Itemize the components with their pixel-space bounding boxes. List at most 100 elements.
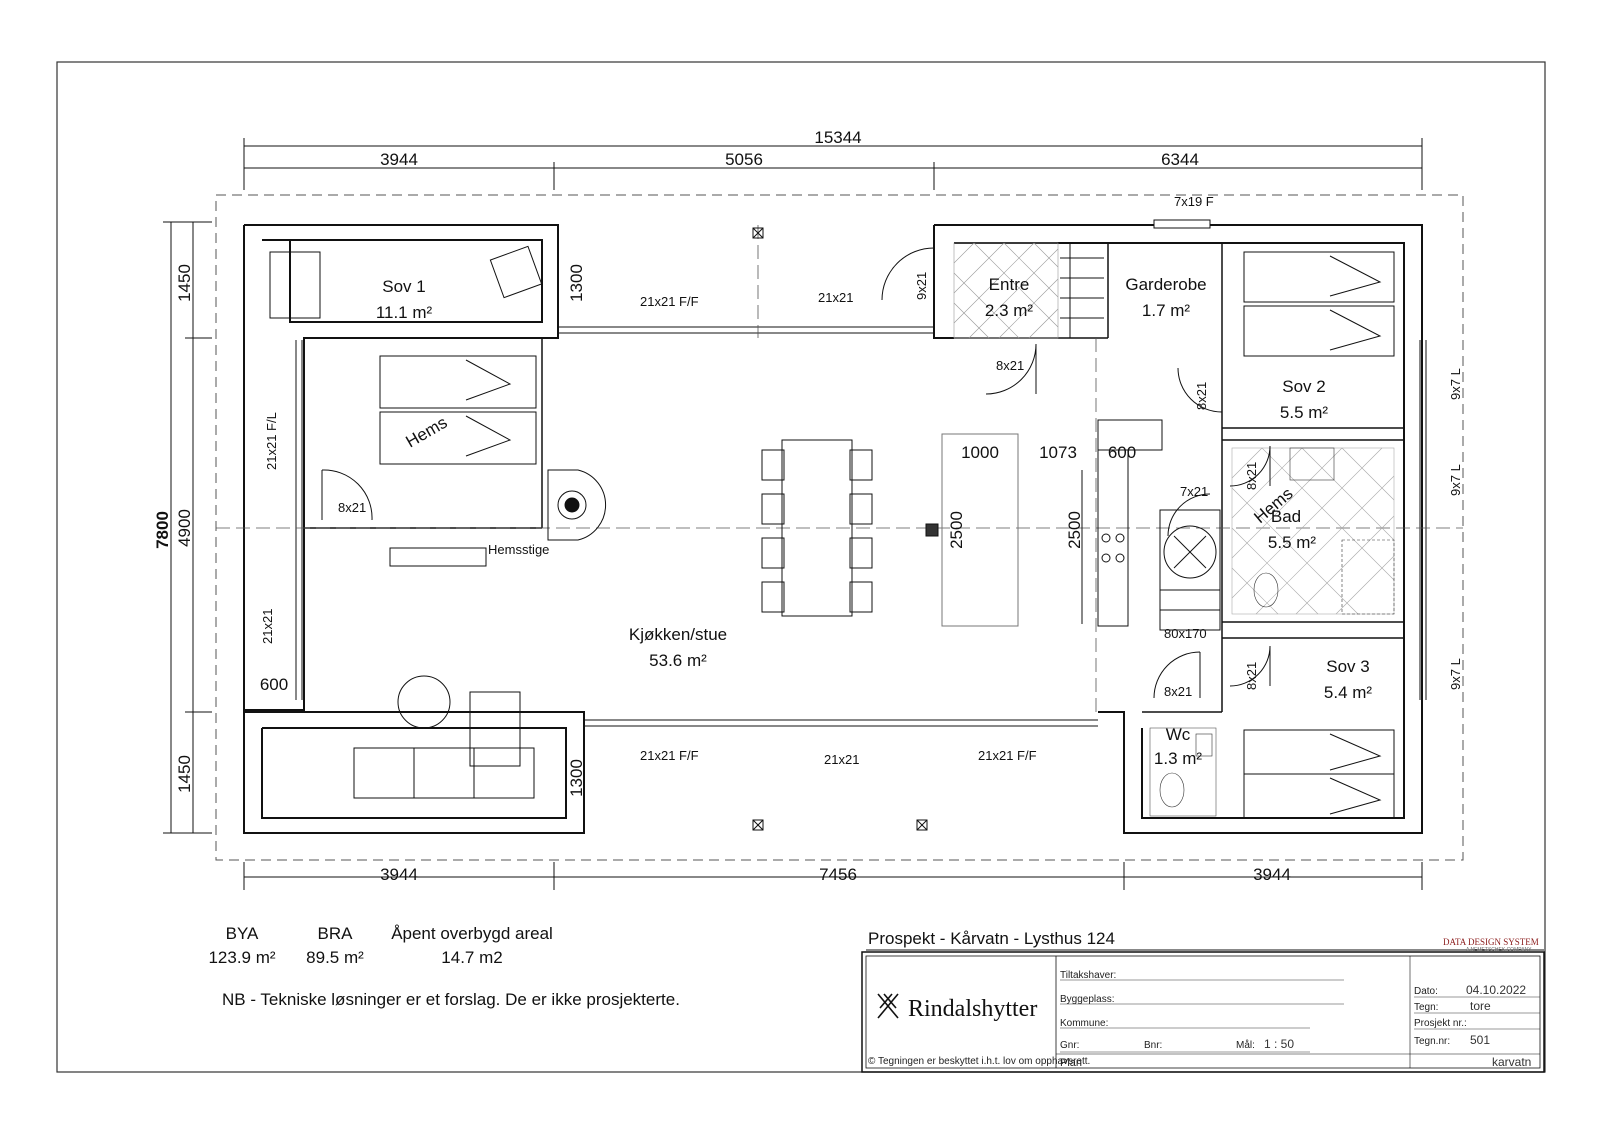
label-hems-1: Hems [403,413,451,452]
field-mal-value: 1 : 50 [1264,1037,1294,1051]
area-bya: BYA 123.9 m² [196,924,288,968]
label-door-8x21-bad: 8x21 [1244,462,1259,490]
project-title: Prospekt - Kårvatn - Lysthus 124 [868,929,1115,948]
dining-set [761,439,873,617]
dimension-lines [163,138,1423,890]
room-area-garderobe: 1.7 m² [1142,301,1191,320]
dim-island-2500-a: 2500 [947,511,966,549]
label-window-right-2: 9x7 L [1448,464,1463,496]
dim-bottom-3: 3944 [1253,865,1291,884]
dim-left-1: 1450 [175,264,194,302]
title-block-frame [861,951,1545,1073]
exterior-walls [243,224,1423,834]
roof-outline [215,194,1464,861]
area-bya-label: BYA [225,924,259,943]
dim-1300-bottom: 1300 [567,759,586,797]
room-area-entre: 2.3 m² [985,301,1034,320]
room-area-sov2: 5.5 m² [1280,403,1329,422]
room-area-wc: 1.3 m² [1154,749,1203,768]
rindalshytter-logo-icon [877,993,899,1019]
dim-top-3: 6344 [1161,150,1199,169]
stair [1159,509,1221,631]
wardrobe-rails [1060,243,1104,338]
field-plan: Plan [1060,1057,1082,1069]
field-file: karvatn [1492,1055,1531,1069]
label-window-21-top: 21x21 [818,290,853,305]
dim-bottom-2: 7456 [819,865,857,884]
label-hemsstige: Hemsstige [488,542,549,557]
axis-lines [216,225,1463,712]
dim-island-600: 600 [1108,443,1136,462]
technical-note: NB - Tekniske løsninger er et forslag. D… [222,990,680,1009]
brand-name: DATA DESIGN SYSTEM [1443,937,1539,947]
label-window-right-1: 9x7 L [1448,368,1463,400]
dim-top-total: 15344 [814,128,861,147]
field-tegnnr-value: 501 [1470,1033,1490,1047]
area-open-value: 14.7 m2 [441,948,503,967]
door-swings [321,247,1271,699]
brand-subtitle: A NEMETSCHEK COMPANY [1466,947,1532,953]
field-prosjekt-label: Prosjekt nr.: [1414,1018,1467,1029]
living-furniture [353,675,535,799]
dim-left-2: 4900 [175,509,194,547]
field-tiltakshaver: Tiltakshaver: [1060,970,1116,981]
dim-left-3: 1450 [175,755,194,793]
dim-bottom-1: 3944 [380,865,418,884]
dim-island-2500-b: 2500 [1065,511,1084,549]
label-window-21-top-left: 21x21 F/F [640,294,699,309]
area-open-label: Åpent overbygd areal [391,924,553,943]
windows [295,219,1427,727]
label-door-8x21-wc: 8x21 [1164,684,1192,699]
dim-600-left: 600 [260,675,288,694]
bathroom-tiles [1231,447,1395,615]
area-bra-label: BRA [317,924,353,943]
label-window-bottom-mid: 21x21 [824,752,859,767]
field-tegnnr-label: Tegn.nr: [1414,1036,1450,1047]
entre-tiles [953,242,1059,339]
area-bya-value: 123.9 m² [208,948,276,967]
room-name-sov1: Sov 1 [382,277,425,296]
dim-island-1073: 1073 [1039,443,1077,462]
field-tegn-label: Tegn: [1414,1002,1438,1013]
company-name: Rindalshytter [908,996,1037,1022]
room-name-sov3: Sov 3 [1326,657,1369,676]
room-name-wc: Wc [1166,725,1191,744]
room-name-entre: Entre [989,275,1030,294]
room-name-bad: Bad [1271,507,1301,526]
copyright-note: © Tegningen er beskyttet i.h.t. lov om o… [868,1056,1090,1067]
kitchen-island [925,419,1163,627]
dim-top-1: 3944 [380,150,418,169]
room-name-sov2: Sov 2 [1282,377,1325,396]
wc-fixtures [1149,727,1217,817]
room-area-sov3: 5.4 m² [1324,683,1373,702]
room-name-garderobe: Garderobe [1125,275,1206,294]
area-bra: BRA 89.5 m² [298,924,372,968]
field-dato-value: 04.10.2022 [1466,983,1526,997]
dim-1300-top: 1300 [567,264,586,302]
label-window-top: 7x19 F [1174,194,1214,209]
area-bra-value: 89.5 m² [306,948,364,967]
label-window-21-left: 21x21 F/L [264,412,279,470]
field-bnr: Bnr: [1144,1040,1162,1051]
label-door-8x21-entre: 8x21 [996,358,1024,373]
room-area-bad: 5.5 m² [1268,533,1317,552]
interior-walls [304,243,1404,713]
field-tegn-value: tore [1470,999,1491,1013]
area-open: Åpent overbygd areal 14.7 m2 [380,924,564,968]
dim-left-total: 7800 [153,511,172,549]
roof-vent-markers [752,227,928,831]
field-dato-label: Dato: [1414,986,1438,997]
label-window-bottom-left: 21x21 F/F [640,748,699,763]
field-mal-label: Mål: [1236,1039,1255,1051]
field-kommune: Kommune: [1060,1018,1108,1029]
label-door-8x21-sov3: 8x21 [1244,662,1259,690]
beds [269,245,1395,819]
room-area-kjokken: 53.6 m² [649,651,707,670]
label-window-bottom-right: 21x21 F/F [978,748,1037,763]
label-door-8x21-sov2: 8x21 [1194,382,1209,410]
dim-top-2: 5056 [725,150,763,169]
stove [389,469,607,567]
room-area-sov1: 11.1 m² [376,303,433,322]
drawing-frame [56,61,1546,1073]
